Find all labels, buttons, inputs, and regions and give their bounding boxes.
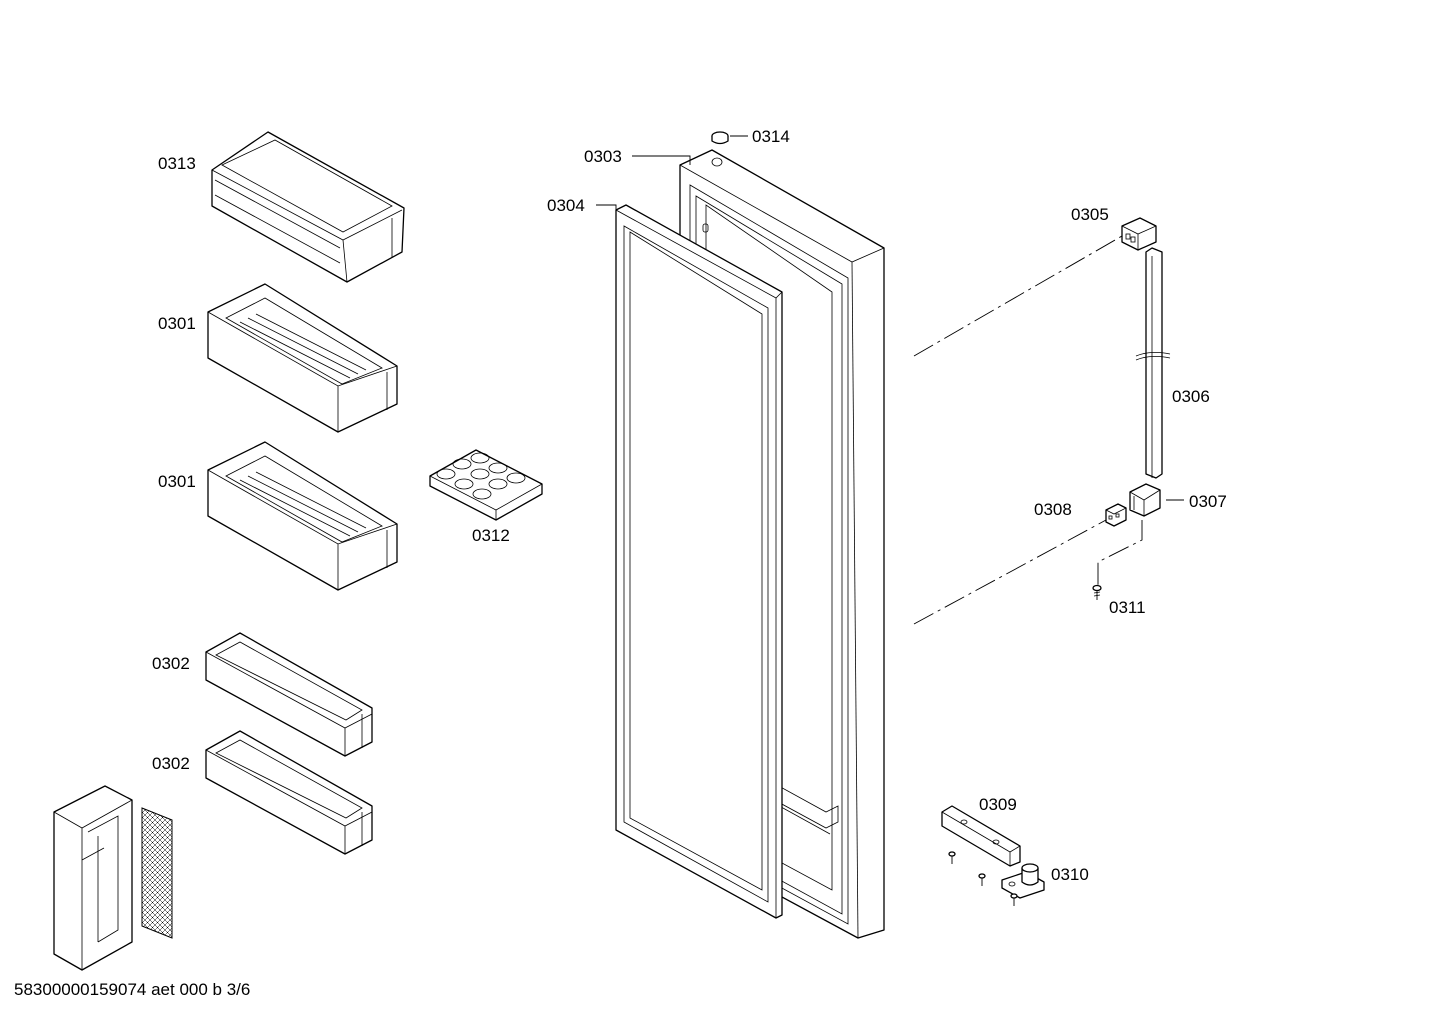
part-labels: 0313 0301 0301 0302 0302 0312 0303 0304 … bbox=[152, 127, 1227, 884]
part-0310-hinge-pin bbox=[1001, 863, 1045, 899]
document-id-footer: 58300000159074 aet 000 b 3/6 bbox=[14, 980, 251, 999]
label-0313: 0313 bbox=[158, 154, 196, 173]
label-0307: 0307 bbox=[1189, 492, 1227, 511]
part-0302-bottle-shelf-upper bbox=[205, 632, 373, 757]
leader-lines bbox=[596, 135, 1184, 501]
label-0301-upper: 0301 bbox=[158, 314, 196, 333]
label-0314: 0314 bbox=[752, 127, 790, 146]
label-0302-lower: 0302 bbox=[152, 754, 190, 773]
filter-housing bbox=[53, 785, 133, 971]
assembly-lines bbox=[913, 235, 1143, 625]
label-0303: 0303 bbox=[584, 147, 622, 166]
part-0308-clip bbox=[1105, 503, 1127, 527]
label-0301-lower: 0301 bbox=[158, 472, 196, 491]
label-0308: 0308 bbox=[1034, 500, 1072, 519]
part-0306-strip bbox=[1135, 247, 1171, 479]
part-0307-lower-cap bbox=[1129, 483, 1161, 517]
part-0302-bottle-shelf-lower bbox=[205, 730, 373, 855]
label-0306: 0306 bbox=[1172, 387, 1210, 406]
part-0312-egg-tray bbox=[429, 449, 543, 521]
hinge-screws bbox=[948, 851, 1018, 906]
label-0305: 0305 bbox=[1071, 205, 1109, 224]
label-0312: 0312 bbox=[472, 526, 510, 545]
label-0311: 0311 bbox=[1109, 598, 1146, 617]
part-0301-door-shelf-lower bbox=[207, 441, 398, 591]
label-0310: 0310 bbox=[1051, 865, 1089, 884]
part-0314-cap bbox=[711, 131, 729, 145]
filter-mesh bbox=[141, 807, 173, 939]
label-0302-upper: 0302 bbox=[152, 654, 190, 673]
part-0311-screw bbox=[1092, 584, 1102, 600]
label-0304: 0304 bbox=[547, 196, 585, 215]
part-0301-door-shelf-upper bbox=[207, 283, 398, 433]
part-0305-end-cap bbox=[1121, 217, 1157, 251]
part-0313-dairy-compartment bbox=[211, 131, 405, 283]
part-0309-hinge-plate bbox=[941, 805, 1021, 867]
label-0309: 0309 bbox=[979, 795, 1017, 814]
part-0304-door-gasket bbox=[615, 204, 783, 919]
